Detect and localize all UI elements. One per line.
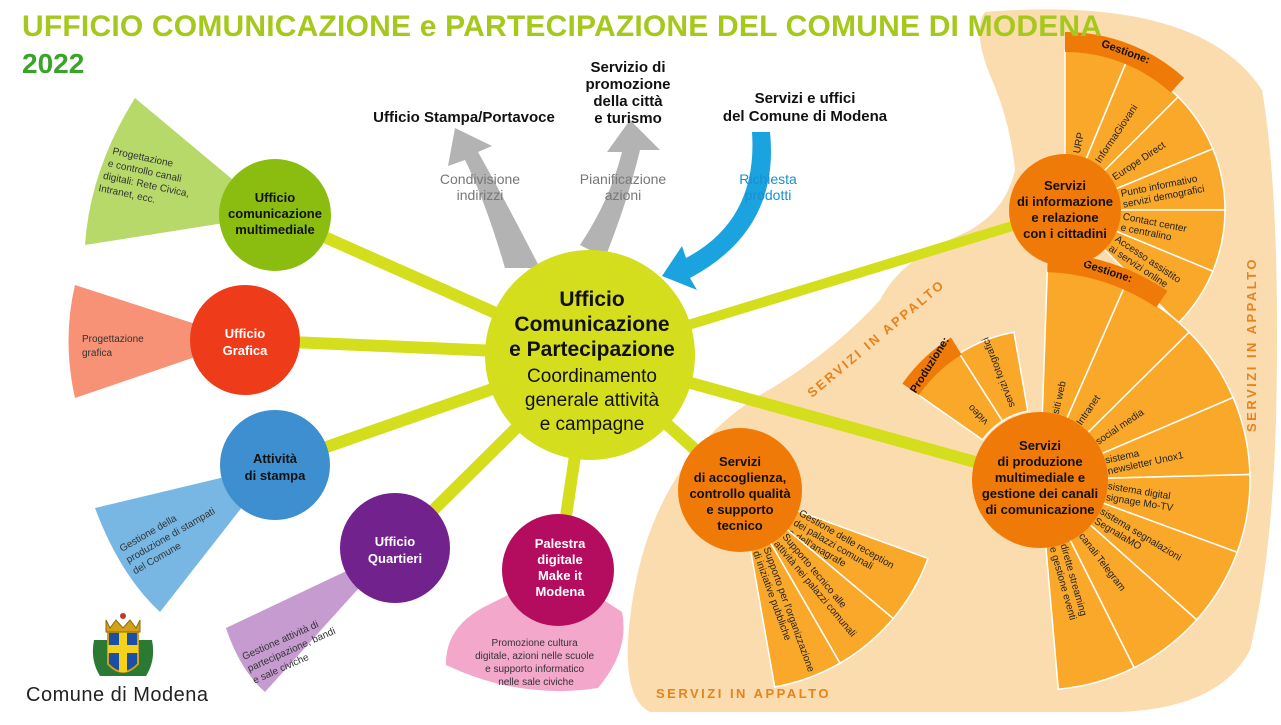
left-nodes — [190, 159, 614, 626]
node-quartieri — [340, 493, 450, 603]
node-produzione — [972, 412, 1108, 548]
left-fan-texts: Progettazione e controllo canali digital… — [82, 145, 597, 688]
arrow-condivisione — [448, 128, 540, 268]
top-arrows — [448, 120, 771, 290]
node-informazione — [1009, 154, 1121, 266]
modena-coat-of-arms — [92, 613, 154, 676]
page-title: UFFICIO COMUNICAZIONE e PARTECIPAZIONE D… — [22, 10, 1103, 43]
fan-quartieri — [226, 548, 395, 692]
fan-informazione-item: URP — [1072, 131, 1087, 154]
node-accoglienza — [678, 428, 802, 552]
svg-text:Ufficio Stampa/Portavoce: Ufficio Stampa/Portavoce — [373, 109, 555, 126]
fan-produzione-sub-segment — [958, 331, 1029, 422]
arrow-richiesta — [662, 132, 771, 290]
arrow-pianificazione — [580, 120, 660, 258]
page-year: 2022 — [22, 48, 85, 79]
fan-stampa — [95, 465, 275, 612]
fan-grafica — [68, 285, 245, 398]
fan-text-multimediale: Progettazione e controllo canali digital… — [97, 145, 198, 213]
right-nodes — [678, 154, 1121, 552]
logo-caption: Comune di Modena — [26, 684, 209, 706]
node-stampa — [220, 410, 330, 520]
fan-text-grafica: Progettazione grafica — [82, 334, 147, 359]
appalto-label-vertical: SERVIZI IN APPALTO — [1244, 257, 1259, 432]
node-multimediale — [219, 159, 331, 271]
fan-text-palestra: Promozione cultura digitale, azioni nell… — [475, 638, 597, 688]
node-grafica — [190, 285, 300, 395]
node-palestra — [502, 514, 614, 626]
center-node — [485, 250, 695, 460]
left-fans — [68, 98, 624, 692]
appalto-label-bottom: SERVIZI IN APPALTO — [656, 686, 831, 701]
